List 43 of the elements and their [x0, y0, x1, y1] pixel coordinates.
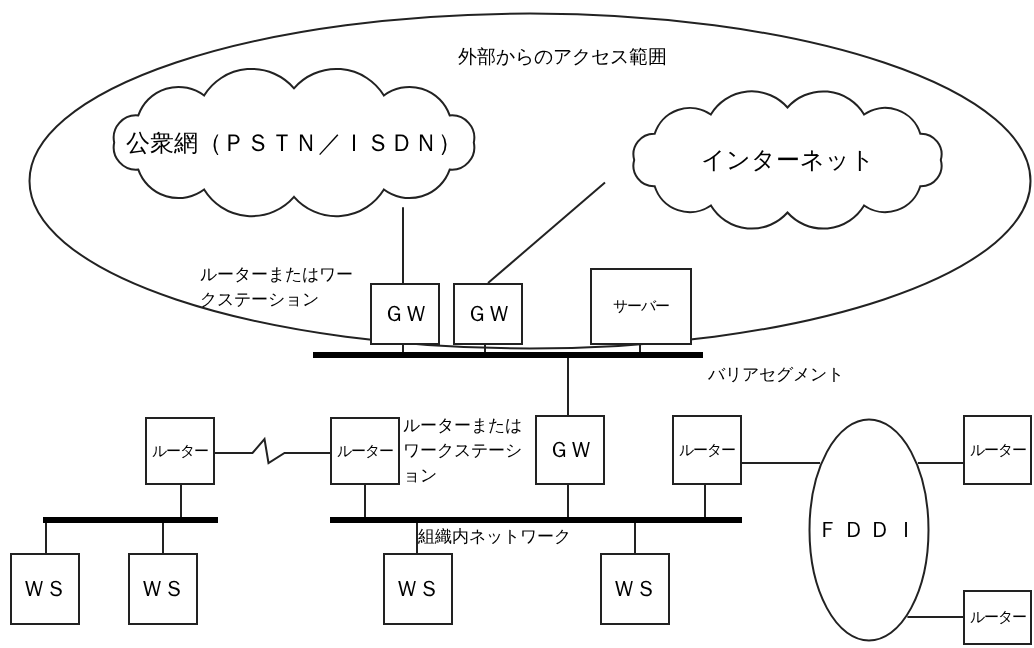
device-box: ＧＷ: [370, 283, 440, 345]
device-caption: ルーターまたはワークステーション: [403, 414, 523, 487]
scope-label: 外部からのアクセス範囲: [458, 44, 667, 69]
device-box: ＧＷ: [535, 415, 605, 485]
access-scope-ellipse: [28, 12, 1032, 350]
connector-line: [402, 344, 404, 353]
connector-line: [639, 344, 641, 353]
ring-network-ellipse: [808, 418, 930, 642]
connector-line: [906, 616, 964, 618]
device-box: ＷＳ: [600, 553, 670, 625]
connector-line: [916, 462, 964, 464]
connector-line: [180, 484, 182, 518]
connector-line: [704, 484, 706, 518]
device-box: ルーター: [963, 415, 1032, 485]
device-box: ルーター: [963, 590, 1032, 645]
connector-line: [567, 357, 569, 416]
device-box: ＧＷ: [453, 283, 523, 345]
cloud-label: インターネット: [700, 145, 875, 176]
connector-line: [364, 484, 366, 518]
connector-line: [45, 522, 47, 554]
serial-link-line: [214, 436, 331, 465]
ring-label: ＦＤＤＩ: [817, 516, 921, 544]
device-box: ＷＳ: [383, 553, 453, 625]
network-bus-bar: [313, 352, 703, 358]
device-box: ルーター: [672, 415, 742, 485]
network-bus-bar: [330, 517, 742, 523]
cloud-label: 公衆網（ＰＳＴＮ／ＩＳＤＮ）: [126, 127, 462, 159]
connector-line: [162, 522, 164, 554]
device-box: ルーター: [330, 417, 400, 485]
connector-line: [634, 522, 636, 554]
device-box: ＷＳ: [10, 553, 80, 625]
connector-line: [402, 206, 404, 284]
connector-line: [741, 462, 822, 464]
connector-line: [416, 522, 418, 554]
network-bus-bar: [43, 517, 218, 523]
connector-line: [567, 484, 569, 518]
device-caption: 組織内ネットワーク: [418, 525, 572, 548]
device-box: サーバー: [590, 268, 692, 345]
device-caption: ルーターまたはワークステーション: [200, 263, 354, 311]
device-caption: バリアセグメント: [708, 363, 845, 386]
device-box: ＷＳ: [128, 553, 198, 625]
connector-line: [487, 181, 606, 284]
device-box: ルーター: [145, 417, 215, 485]
